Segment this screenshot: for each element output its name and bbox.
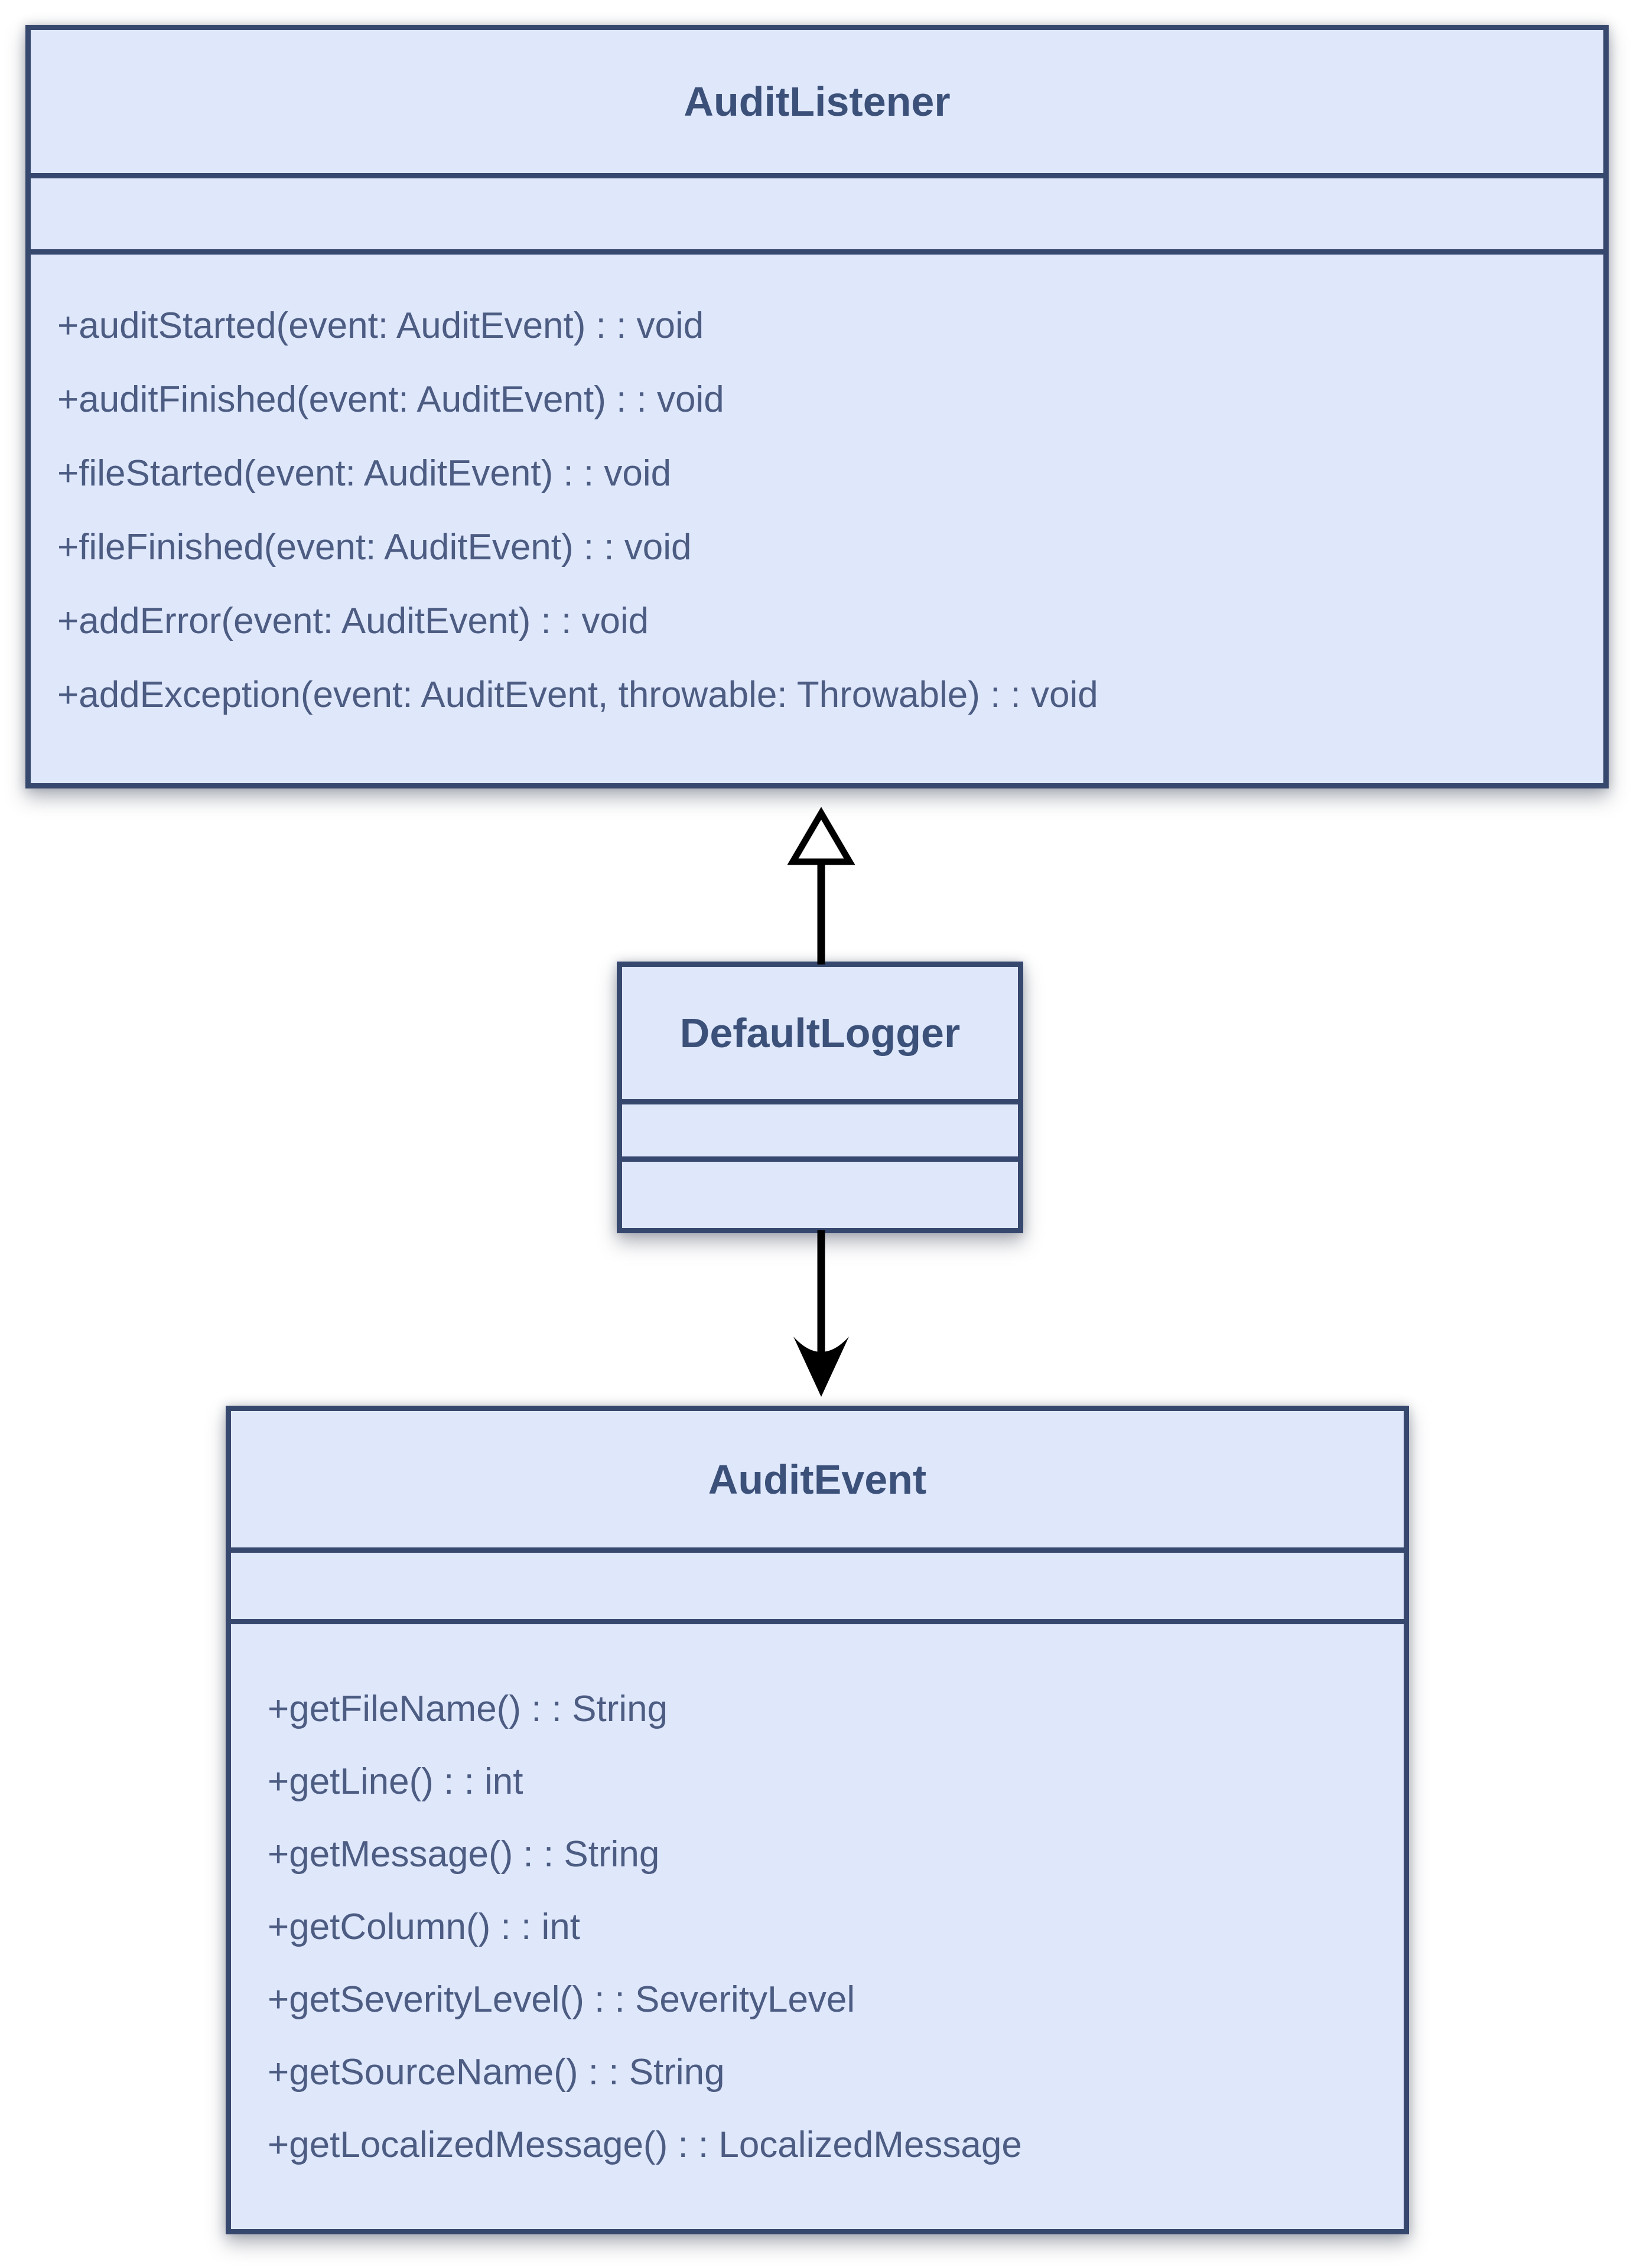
- methods-compartment: +auditStarted(event: AuditEvent) : : voi…: [31, 255, 1603, 783]
- attributes-compartment: [231, 1553, 1404, 1624]
- directed-association-arrow: [793, 1230, 849, 1397]
- method-item: +getLocalizedMessage() : : LocalizedMess…: [268, 2124, 1022, 2165]
- method-item: +getColumn() : : int: [268, 1907, 580, 1947]
- class-title: DefaultLogger: [622, 967, 1018, 1104]
- method-item: +addException(event: AuditEvent, throwab…: [57, 674, 1098, 715]
- method-item: +fileFinished(event: AuditEvent) : : voi…: [57, 527, 692, 568]
- method-item: +getMessage() : : String: [268, 1834, 660, 1875]
- generalization-arrow: [787, 807, 855, 964]
- method-item: +getSeverityLevel() : : SeverityLevel: [268, 1979, 855, 2020]
- method-item: +fileStarted(event: AuditEvent) : : void: [57, 453, 672, 494]
- class-title: AuditEvent: [231, 1411, 1404, 1553]
- method-item: +auditFinished(event: AuditEvent) : : vo…: [57, 379, 724, 420]
- hollow-triangle-icon: [787, 807, 855, 865]
- class-title: AuditListener: [31, 30, 1603, 178]
- method-item: +getFileName() : : String: [268, 1689, 668, 1729]
- method-item: +getLine() : : int: [268, 1761, 523, 1802]
- attributes-compartment: [31, 178, 1603, 255]
- method-item: +addError(event: AuditEvent) : : void: [57, 601, 649, 641]
- methods-compartment: +getFileName() : : String +getLine() : :…: [231, 1624, 1404, 2229]
- class-box-auditevent: AuditEvent +getFileName() : : String +ge…: [226, 1406, 1409, 2234]
- open-arrowhead-icon: [793, 1337, 849, 1397]
- method-item: +auditStarted(event: AuditEvent) : : voi…: [57, 305, 704, 346]
- class-box-defaultlogger: DefaultLogger: [617, 962, 1023, 1233]
- attributes-compartment: [622, 1104, 1018, 1162]
- method-item: +getSourceName() : : String: [268, 2052, 725, 2093]
- class-box-auditlistener: AuditListener +auditStarted(event: Audit…: [25, 25, 1609, 788]
